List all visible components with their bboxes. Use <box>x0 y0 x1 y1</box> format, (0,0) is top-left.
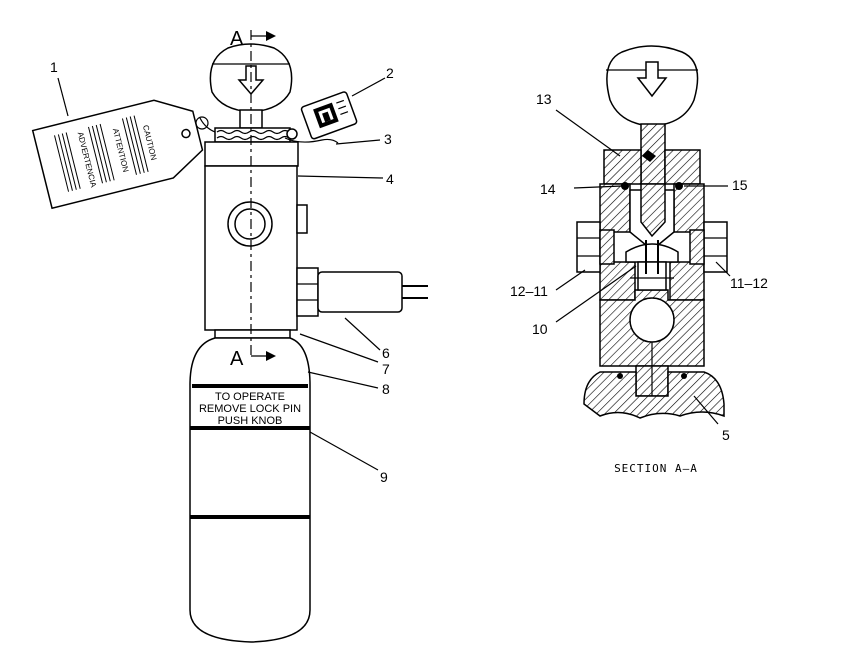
section-cap-left <box>603 149 642 185</box>
section-seal-left <box>617 373 623 379</box>
leader-1 <box>57 77 69 117</box>
label-3: 3 <box>384 131 392 147</box>
oring-15 <box>675 182 683 190</box>
cylinder-neck <box>214 329 291 339</box>
leader-10 <box>555 265 637 323</box>
actuator-cap <box>204 141 299 167</box>
section-washer-right <box>689 229 705 265</box>
label-8: 8 <box>382 381 390 397</box>
collar-knurl <box>216 129 290 135</box>
band-text-line3: PUSH KNOB <box>218 415 283 427</box>
section-seal-right <box>681 373 687 379</box>
section-cap-right <box>664 149 701 185</box>
section-ball <box>629 297 675 343</box>
section-nut-right <box>703 221 728 273</box>
side-plug <box>296 204 308 234</box>
collar-knurl-2 <box>216 135 290 141</box>
inspection-tag <box>300 91 358 140</box>
section-marker-bottom: A <box>230 348 244 370</box>
label-4: 4 <box>386 171 394 187</box>
label-13: 13 <box>536 91 552 107</box>
label-14: 14 <box>540 181 556 197</box>
section-marker-top: A <box>230 28 244 50</box>
section-washer-left <box>599 229 615 265</box>
section-view: 13 14 15 12–11 11–12 10 5 SECTION A–A <box>510 45 768 475</box>
lock-pin <box>284 137 339 144</box>
section-seat <box>625 243 679 263</box>
label-5: 5 <box>722 427 730 443</box>
label-12-11: 12–11 <box>510 283 548 299</box>
section-push-arrow-icon <box>636 61 668 98</box>
warning-tag: CAUTION ATTENTION ADVERTENCIA <box>31 99 204 210</box>
band-text-line2: REMOVE LOCK PIN <box>199 403 301 415</box>
label-7: 7 <box>382 361 390 377</box>
label-1: 1 <box>50 59 58 75</box>
label-10: 10 <box>532 321 548 337</box>
label-2: 2 <box>386 65 394 81</box>
section-arrow-top-head <box>266 31 276 41</box>
leader-7 <box>299 333 379 363</box>
leader-8 <box>307 371 379 389</box>
tag-wire-loop <box>195 116 209 130</box>
leader-4 <box>297 175 384 179</box>
section-arrow-bottom-head <box>266 351 276 361</box>
band-text-line1: TO OPERATE <box>215 391 285 403</box>
label-6: 6 <box>382 345 390 361</box>
leader-13 <box>555 109 621 157</box>
pressure-switch <box>317 271 403 313</box>
leader-14 <box>573 185 623 189</box>
label-15: 15 <box>732 177 748 193</box>
section-nut-left <box>576 221 601 273</box>
leader-11-12 <box>715 261 731 277</box>
leader-12-11 <box>555 269 586 291</box>
section-caption: SECTION A–A <box>614 462 698 475</box>
leader-5 <box>693 395 719 425</box>
agent-cylinder <box>189 337 311 643</box>
valve-port-inner <box>234 208 266 240</box>
leader-9 <box>309 431 379 471</box>
label-11-12: 11–12 <box>730 275 768 291</box>
pin-ring <box>286 128 298 140</box>
exterior-view: CAUTION ATTENTION ADVERTENCIA <box>31 28 428 643</box>
section-cylinder-top <box>583 371 725 419</box>
oring-14 <box>621 182 629 190</box>
section-disc <box>637 261 667 291</box>
section-stem-pin <box>642 150 656 162</box>
leader-6 <box>344 317 381 351</box>
label-9: 9 <box>380 469 388 485</box>
leader-3 <box>335 139 381 145</box>
leader-2 <box>351 77 386 97</box>
section-plunger <box>640 183 666 238</box>
switch-nut <box>296 267 319 317</box>
